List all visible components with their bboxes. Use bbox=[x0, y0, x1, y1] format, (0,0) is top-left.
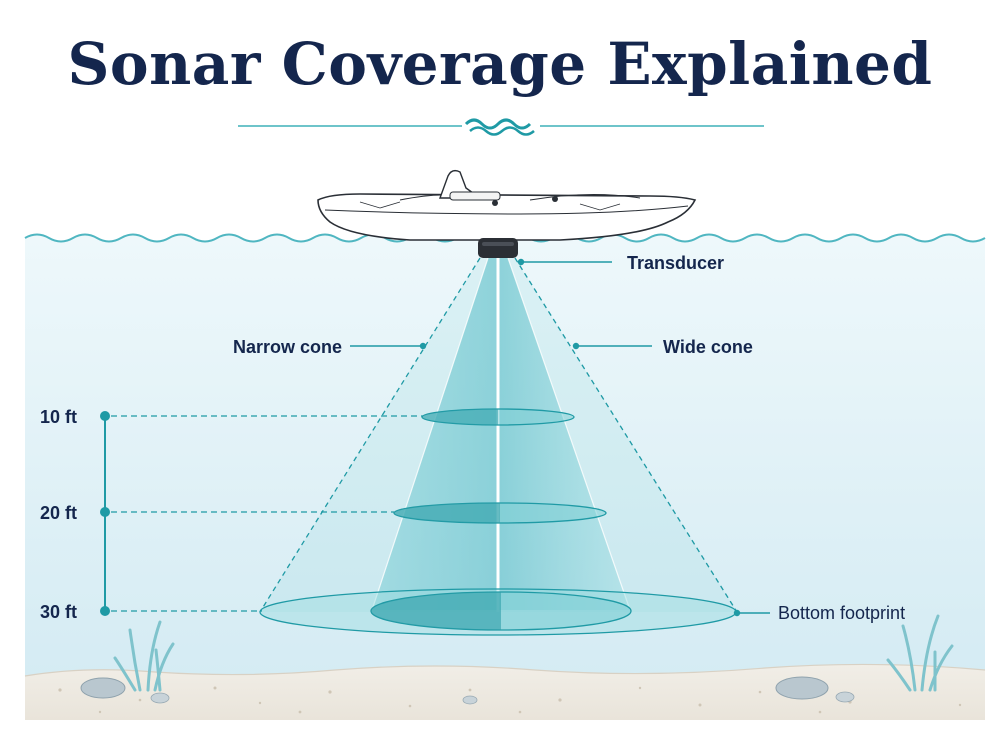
leader-transducer bbox=[517, 258, 612, 266]
depth-label-20ft: 20 ft bbox=[40, 503, 77, 523]
lake-bottom bbox=[24, 663, 986, 720]
depth-slice-20ft bbox=[393, 502, 607, 524]
label-wide-cone: Wide cone bbox=[663, 337, 753, 357]
depth-label-30ft: 30 ft bbox=[40, 602, 77, 622]
kayak bbox=[317, 169, 697, 241]
rock bbox=[462, 695, 478, 705]
seaweed-right bbox=[886, 614, 954, 692]
leader-narrow-cone bbox=[350, 342, 427, 350]
depth-label-10ft: 10 ft bbox=[40, 407, 77, 427]
depth-scale bbox=[100, 411, 423, 616]
rock bbox=[775, 676, 829, 700]
depth-marker-10ft bbox=[100, 411, 423, 421]
page-title: Sonar Coverage Explained bbox=[67, 30, 933, 98]
title-divider bbox=[238, 118, 764, 136]
label-narrow-cone: Narrow cone bbox=[233, 337, 342, 357]
rock bbox=[835, 691, 855, 703]
kayak-seat bbox=[439, 169, 483, 199]
rock bbox=[80, 677, 126, 699]
depth-marker-30ft bbox=[100, 606, 262, 616]
bottom-footprint bbox=[259, 588, 737, 636]
depth-slice-10ft bbox=[421, 408, 575, 426]
leader-wide-cone bbox=[572, 342, 652, 350]
leader-bottom-footprint bbox=[733, 609, 770, 617]
wave-ornament-icon bbox=[464, 118, 532, 130]
narrow-cone bbox=[371, 257, 631, 612]
label-bottom-footprint: Bottom footprint bbox=[778, 603, 905, 623]
label-transducer: Transducer bbox=[627, 253, 724, 273]
depth-marker-20ft bbox=[100, 507, 394, 517]
transducer-icon bbox=[478, 238, 518, 258]
seaweed-left bbox=[113, 620, 175, 692]
rock bbox=[150, 692, 170, 704]
